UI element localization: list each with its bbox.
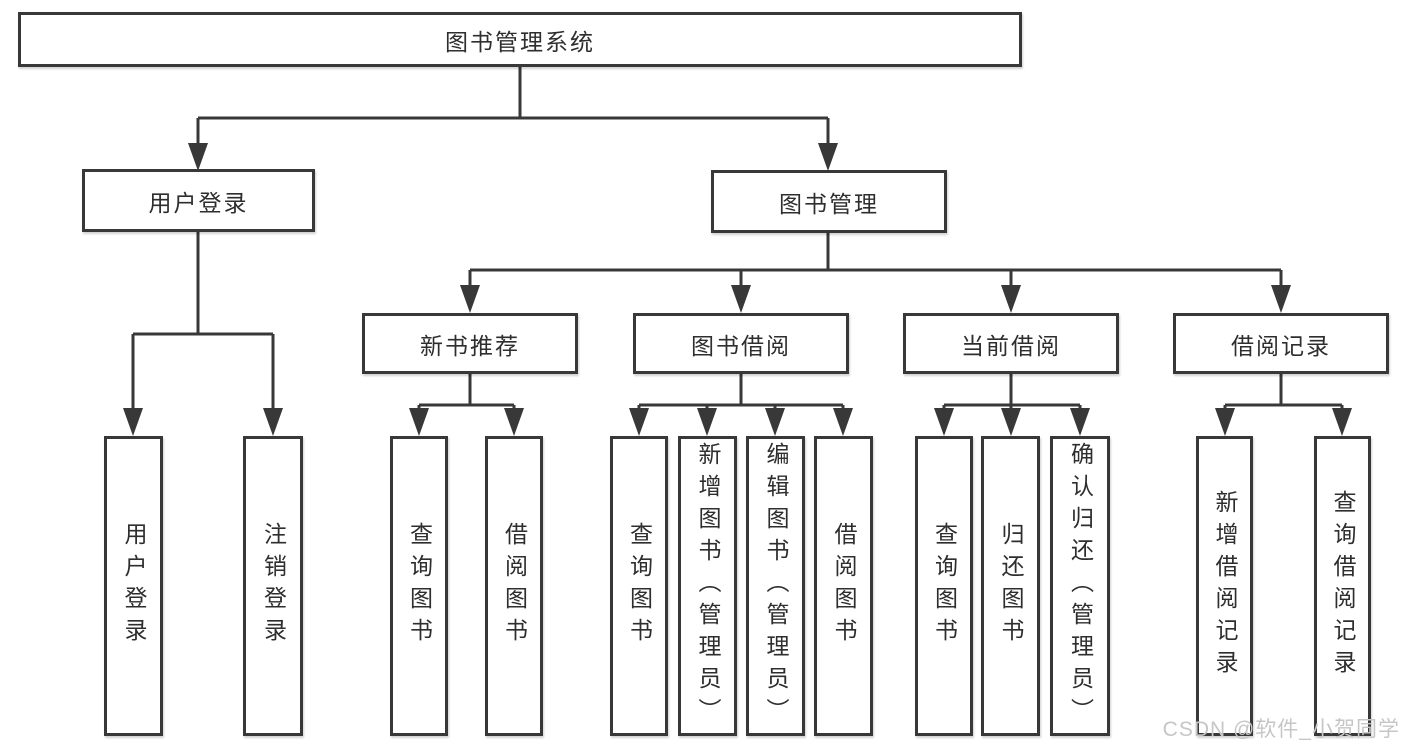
leaf-query-books: 查询图书 <box>610 436 668 736</box>
node-user-login: 用户登录 <box>82 169 315 232</box>
csdn-watermark: CSDN @软件_小贺同学 <box>1162 718 1400 741</box>
leaf-label: 查询图书 <box>931 522 958 650</box>
node-borrowing-records: 借阅记录 <box>1173 313 1389 374</box>
connector-arrowheads <box>123 143 1352 436</box>
leaf-borrow-books: 借阅图书 <box>814 436 873 736</box>
leaf-label: 编辑图书（管理员） <box>763 442 789 730</box>
node-current-borrowing: 当前借阅 <box>903 313 1119 374</box>
node-library-management-system: 图书管理系统 <box>18 12 1022 67</box>
leaf-label: 确认归还（管理员） <box>1067 442 1094 730</box>
node-new-book-recommendation: 新书推荐 <box>362 313 578 374</box>
node-book-management: 图书管理 <box>711 170 947 233</box>
leaf-label: 用户登录 <box>121 522 147 650</box>
leaf-query-books: 查询图书 <box>915 436 973 736</box>
connector-edges <box>131 67 1344 414</box>
leaf-return-books: 归还图书 <box>981 436 1040 736</box>
leaf-label: 归还图书 <box>998 522 1024 650</box>
node-book-borrowing: 图书借阅 <box>633 313 849 374</box>
leaf-label: 查询图书 <box>626 522 653 650</box>
leaf-add-books-admin: 新增图书（管理员） <box>678 436 737 736</box>
leaf-borrow-books: 借阅图书 <box>485 436 543 736</box>
leaf-logout: 注销登录 <box>243 436 303 736</box>
leaf-label: 注销登录 <box>260 522 287 650</box>
leaf-label: 借阅图书 <box>501 522 528 650</box>
leaf-user-login: 用户登录 <box>104 436 163 736</box>
leaf-edit-books-admin: 编辑图书（管理员） <box>746 436 805 736</box>
leaf-query-borrow-record: 查询借阅记录 <box>1314 436 1371 736</box>
leaf-add-borrow-record: 新增借阅记录 <box>1196 436 1253 736</box>
leaf-label: 新增图书（管理员） <box>695 442 721 730</box>
leaf-confirm-return-admin: 确认归还（管理员） <box>1050 436 1110 736</box>
leaf-label: 查询图书 <box>406 522 433 650</box>
leaf-label: 查询借阅记录 <box>1330 490 1356 682</box>
leaf-label: 借阅图书 <box>831 522 857 650</box>
leaf-label: 新增借阅记录 <box>1212 490 1238 682</box>
leaf-query-books: 查询图书 <box>390 436 448 736</box>
